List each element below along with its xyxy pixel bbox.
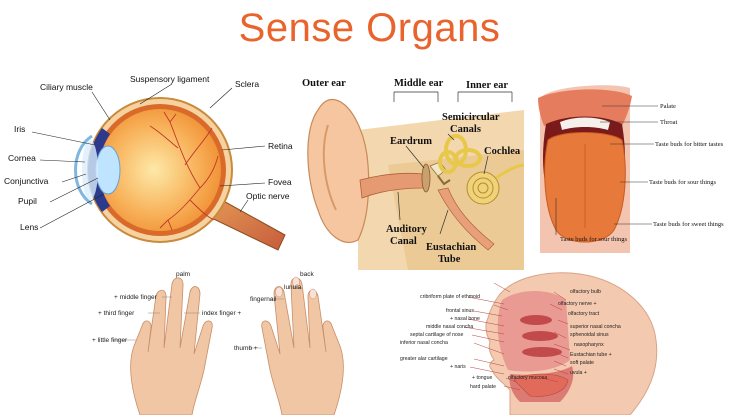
nose-label-naris: + naris — [450, 364, 466, 370]
eye-label-pupil: Pupil — [18, 196, 37, 206]
hand-diagram: palm back + middle finger lunula fingern… — [88, 266, 366, 415]
ear-label-semicircular: Semicircular — [442, 112, 500, 123]
hand-label-palm: palm — [176, 271, 190, 278]
ear-label-outer-ear: Outer ear — [302, 78, 346, 89]
nose-label-eustachian-tube: Eustachian tube + — [570, 352, 612, 358]
eye-label-fovea: Fovea — [268, 177, 292, 187]
tongue-diagram: Palate Throat Taste buds for bitter tast… — [530, 78, 739, 258]
nose-label-nasal-bone: + nasal bone — [450, 316, 480, 322]
tongue-label-palate: Palate — [660, 103, 676, 110]
nose-label-superior-concha: superior nasal concha — [570, 324, 621, 330]
nose-label-uvula: uvula + — [570, 370, 587, 376]
hand-label-lunula: lunula — [284, 284, 302, 291]
nose-label-sphenoidal-sinus: sphenoidal sinus — [570, 332, 609, 338]
eye-label-ciliary-muscle: Ciliary muscle — [40, 82, 93, 92]
ear-label-cochlea: Cochlea — [484, 146, 521, 157]
nose-label-nasopharynx: nasopharynx — [574, 342, 604, 348]
ear-label-canal: Canal — [390, 236, 417, 247]
nose-label-hard-palate: hard palate — [470, 384, 496, 390]
eye-label-retina: Retina — [268, 141, 293, 151]
nose-label-olfactory-tract: olfactory tract — [568, 311, 600, 317]
hand-label-fingernail: fingernail — [250, 296, 277, 303]
hand-label-index-finger: index finger + — [202, 310, 241, 317]
nose-label-olfactory-bulb: olfactory bulb — [570, 289, 601, 295]
lens-shape — [95, 145, 121, 195]
eye-label-optic-nerve: Optic nerve — [246, 191, 290, 201]
hand-label-third-finger: + third finger — [98, 310, 135, 317]
ear-label-auditory: Auditory — [386, 224, 428, 235]
nose-label-middle-concha: middle nasal concha — [426, 324, 473, 330]
tongue-label-sweet: Taste buds for sweet things — [653, 221, 724, 228]
nose-diagram: olfactory bulb cribriform plate of ethmo… — [390, 270, 739, 415]
nose-label-olfactory-mucosa: olfactory mucosa — [508, 375, 547, 381]
tongue-label-sour-left: Taste buds for sour things — [560, 236, 628, 243]
outer-ear-shape — [307, 98, 370, 243]
eye-label-suspensory-ligament: Suspensory ligament — [130, 74, 210, 84]
eye-label-conjunctiva: Conjunctiva — [4, 176, 49, 186]
nose-label-frontal-sinus: frontal sinus — [446, 308, 474, 314]
nose-label-soft-palate: soft palate — [570, 360, 594, 366]
eye-label-sclera: Sclera — [235, 79, 259, 89]
hand-label-middle-finger: + middle finger — [114, 294, 158, 301]
nose-label-septal-cartilage: septal cartilage of nose — [410, 332, 463, 338]
hand-label-back: back — [300, 271, 314, 278]
ear-label-eardrum: Eardrum — [390, 136, 432, 147]
page-title: Sense Organs — [238, 6, 501, 50]
tongue-label-sour-right: Taste buds for sour things — [649, 179, 717, 186]
nose-label-tongue: + tongue — [472, 375, 492, 381]
palm-hand-shape — [130, 277, 213, 415]
eye-label-iris: Iris — [14, 124, 25, 134]
eye-label-lens: Lens — [20, 222, 38, 232]
eye-label-cornea: Cornea — [8, 153, 36, 163]
retina-vessels — [149, 111, 219, 231]
ear-label-eustachian: Eustachian — [426, 242, 476, 253]
nose-label-inferior-concha: inferior nasal concha — [400, 340, 448, 346]
ear-label-canals: Canals — [450, 124, 481, 135]
nose-label-olfactory-nerve: olfactory nerve + — [558, 301, 597, 307]
ear-label-tube: Tube — [438, 254, 461, 265]
ear-diagram: Outer ear Middle ear Inner ear Semicircu… — [298, 70, 524, 270]
hand-label-thumb: thumb + — [234, 345, 258, 352]
nose-label-alar-cartilage: greater alar cartilage — [400, 356, 448, 362]
ear-label-middle-ear: Middle ear — [394, 78, 444, 89]
hand-label-little-finger: + little finger — [92, 337, 128, 344]
nose-label-cribriform-plate: cribriform plate of ethmoid — [420, 294, 480, 300]
tongue-label-throat: Throat — [660, 119, 678, 126]
eye-diagram: Ciliary muscle Suspensory ligament Scler… — [0, 70, 300, 265]
ear-label-inner-ear: Inner ear — [466, 80, 508, 91]
cochlea-shape — [466, 171, 500, 205]
tongue-label-bitter: Taste buds for bitter tastes — [655, 141, 724, 148]
